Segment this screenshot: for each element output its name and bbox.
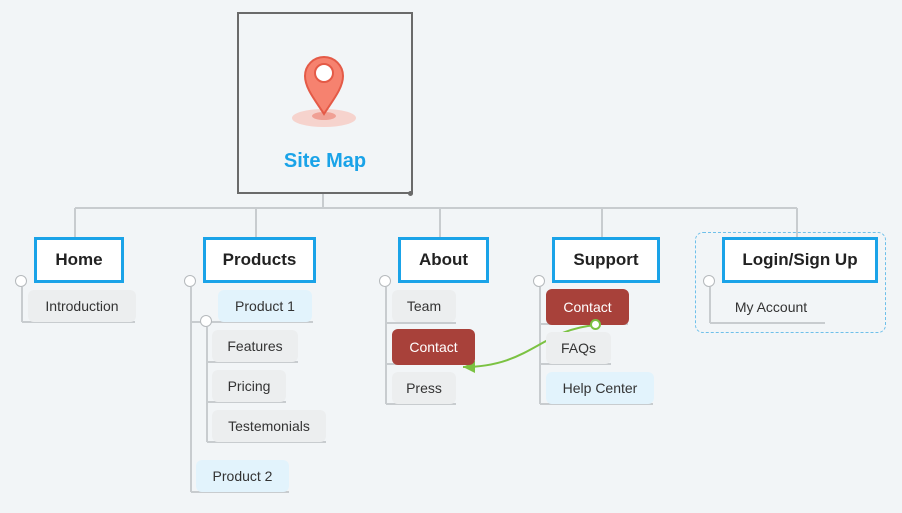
root-title: Site Map <box>283 150 367 172</box>
subtopic-about-contact[interactable]: Contact <box>392 329 475 365</box>
subtopic-product-2[interactable]: Product 2 <box>196 460 289 492</box>
topic-home[interactable]: Home <box>34 237 124 283</box>
subtopic-faqs[interactable]: FAQs <box>546 332 611 364</box>
collapse-knob-product1[interactable] <box>200 315 212 327</box>
collapse-knob-about[interactable] <box>379 275 391 287</box>
subtopic-team[interactable]: Team <box>392 290 456 322</box>
subtopic-help-center[interactable]: Help Center <box>546 372 654 404</box>
relationship-handle[interactable] <box>590 319 601 330</box>
collapse-knob-products[interactable] <box>184 275 196 287</box>
subtopic-introduction[interactable]: Introduction <box>28 290 136 322</box>
collapse-knob-support[interactable] <box>533 275 545 287</box>
topic-products[interactable]: Products <box>203 237 316 283</box>
subtopic-features[interactable]: Features <box>212 330 298 362</box>
collapse-knob-login[interactable] <box>703 275 715 287</box>
collapse-knob-home[interactable] <box>15 275 27 287</box>
subtopic-my-account[interactable]: My Account <box>734 299 808 315</box>
subtopic-testemonials[interactable]: Testemonials <box>212 410 326 442</box>
subtopic-pricing[interactable]: Pricing <box>212 370 286 402</box>
topic-support[interactable]: Support <box>552 237 660 283</box>
subtopic-press[interactable]: Press <box>392 372 456 404</box>
subtopic-product-1[interactable]: Product 1 <box>218 290 312 322</box>
selection-boundary <box>695 232 886 333</box>
topic-about[interactable]: About <box>398 237 489 283</box>
resize-handle[interactable] <box>408 191 413 196</box>
subtopic-support-contact[interactable]: Contact <box>546 289 629 325</box>
topic-login[interactable]: Login/Sign Up <box>722 237 878 283</box>
location-pin-icon <box>292 56 356 127</box>
